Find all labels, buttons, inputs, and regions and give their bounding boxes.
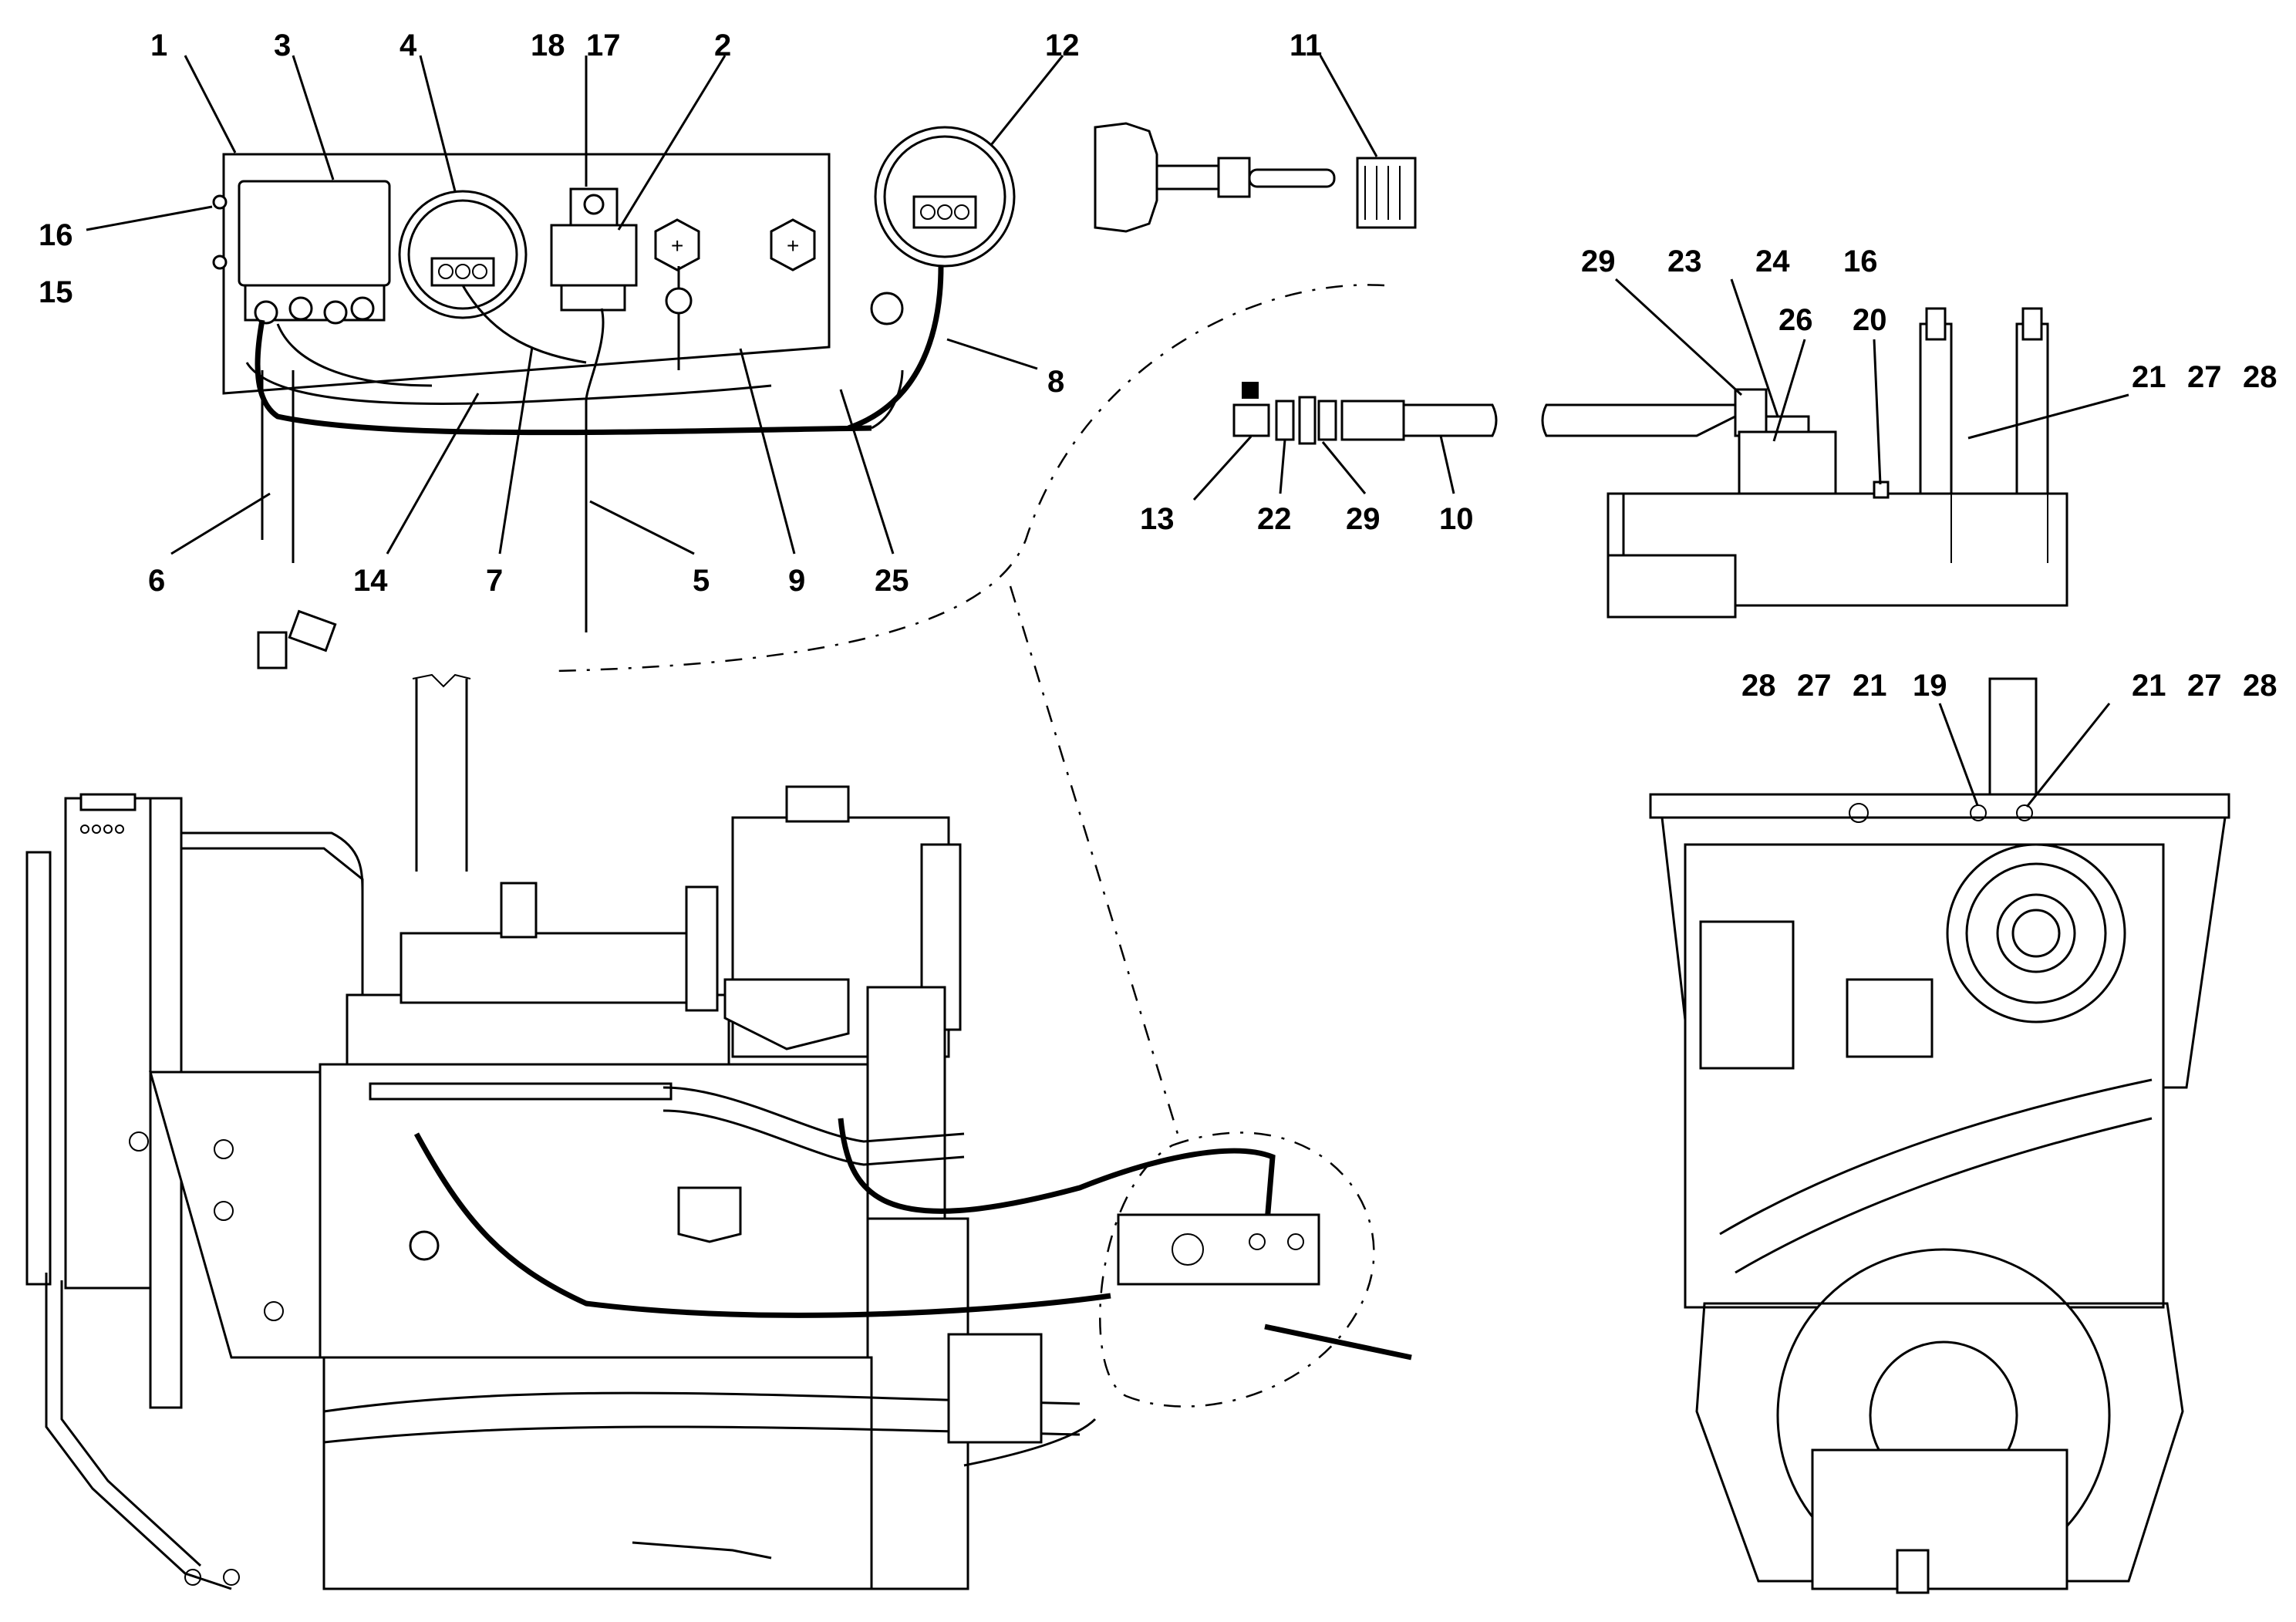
relay-item-2 <box>550 187 638 312</box>
callout-22: 22 <box>1257 502 1292 536</box>
electrical-panel-detail: + + <box>212 126 1016 669</box>
callout-1: 1 <box>150 29 167 62</box>
callout-16-right: 16 <box>1843 244 1878 278</box>
callout-16-left: 16 <box>39 218 73 252</box>
engine-side-view <box>25 673 1412 1590</box>
hex-terminal-right: + <box>770 218 816 271</box>
callout-13: 13 <box>1140 502 1175 536</box>
callout-21-a: 21 <box>2132 360 2166 394</box>
callout-7: 7 <box>486 564 503 598</box>
gauge-item-4 <box>398 190 528 319</box>
callout-19: 19 <box>1913 669 1947 703</box>
callout-15: 15 <box>39 275 73 309</box>
ring-terminal <box>870 292 904 325</box>
engine-front-view <box>1649 677 2230 1594</box>
gauge-item-12 <box>874 126 1016 268</box>
callout-5: 5 <box>693 564 710 598</box>
relay-box <box>238 180 391 287</box>
callout-11: 11 <box>1290 29 1322 62</box>
callout-27-c: 27 <box>2187 669 2222 703</box>
callout-28-a: 28 <box>2243 360 2277 394</box>
callout-9: 9 <box>788 564 805 598</box>
callout-12: 12 <box>1045 29 1080 62</box>
callout-17: 17 <box>586 29 621 62</box>
callout-27-a: 27 <box>2187 360 2222 394</box>
callout-8: 8 <box>1047 365 1064 399</box>
callout-23: 23 <box>1667 244 1702 278</box>
callout-6: 6 <box>148 564 165 598</box>
callout-2: 2 <box>714 29 731 62</box>
callout-27-b: 27 <box>1797 669 1832 703</box>
callout-18: 18 <box>531 29 565 62</box>
callout-10: 10 <box>1439 502 1474 536</box>
hose-assembly-detail <box>1232 307 2068 619</box>
callout-4: 4 <box>400 29 417 62</box>
svg-text:+: + <box>671 234 683 258</box>
callout-26: 26 <box>1778 303 1813 337</box>
callout-25: 25 <box>875 564 909 598</box>
detail-boundary-dashed <box>555 284 1385 673</box>
callout-21-c: 21 <box>2132 669 2166 703</box>
detail-circle-dashed <box>1099 1131 1375 1408</box>
callout-28-c: 28 <box>2243 669 2277 703</box>
callout-21-b: 21 <box>1853 669 1887 703</box>
callout-labels: 1 3 4 18 17 2 12 11 16 15 29 23 24 16 26… <box>39 29 2277 703</box>
callout-29-top: 29 <box>1581 244 1616 278</box>
engine-panel-location <box>1117 1213 1320 1286</box>
callout-3: 3 <box>274 29 291 62</box>
sender-item-11 <box>1094 122 1417 233</box>
hex-terminal-left: + <box>654 218 700 271</box>
callout-28-b: 28 <box>1741 669 1776 703</box>
callout-20: 20 <box>1853 303 1887 337</box>
svg-text:+: + <box>787 234 799 258</box>
leader-lines <box>86 55 2129 808</box>
callout-24: 24 <box>1755 244 1790 278</box>
callout-29-bottom: 29 <box>1346 502 1381 536</box>
callout-14: 14 <box>353 564 388 598</box>
